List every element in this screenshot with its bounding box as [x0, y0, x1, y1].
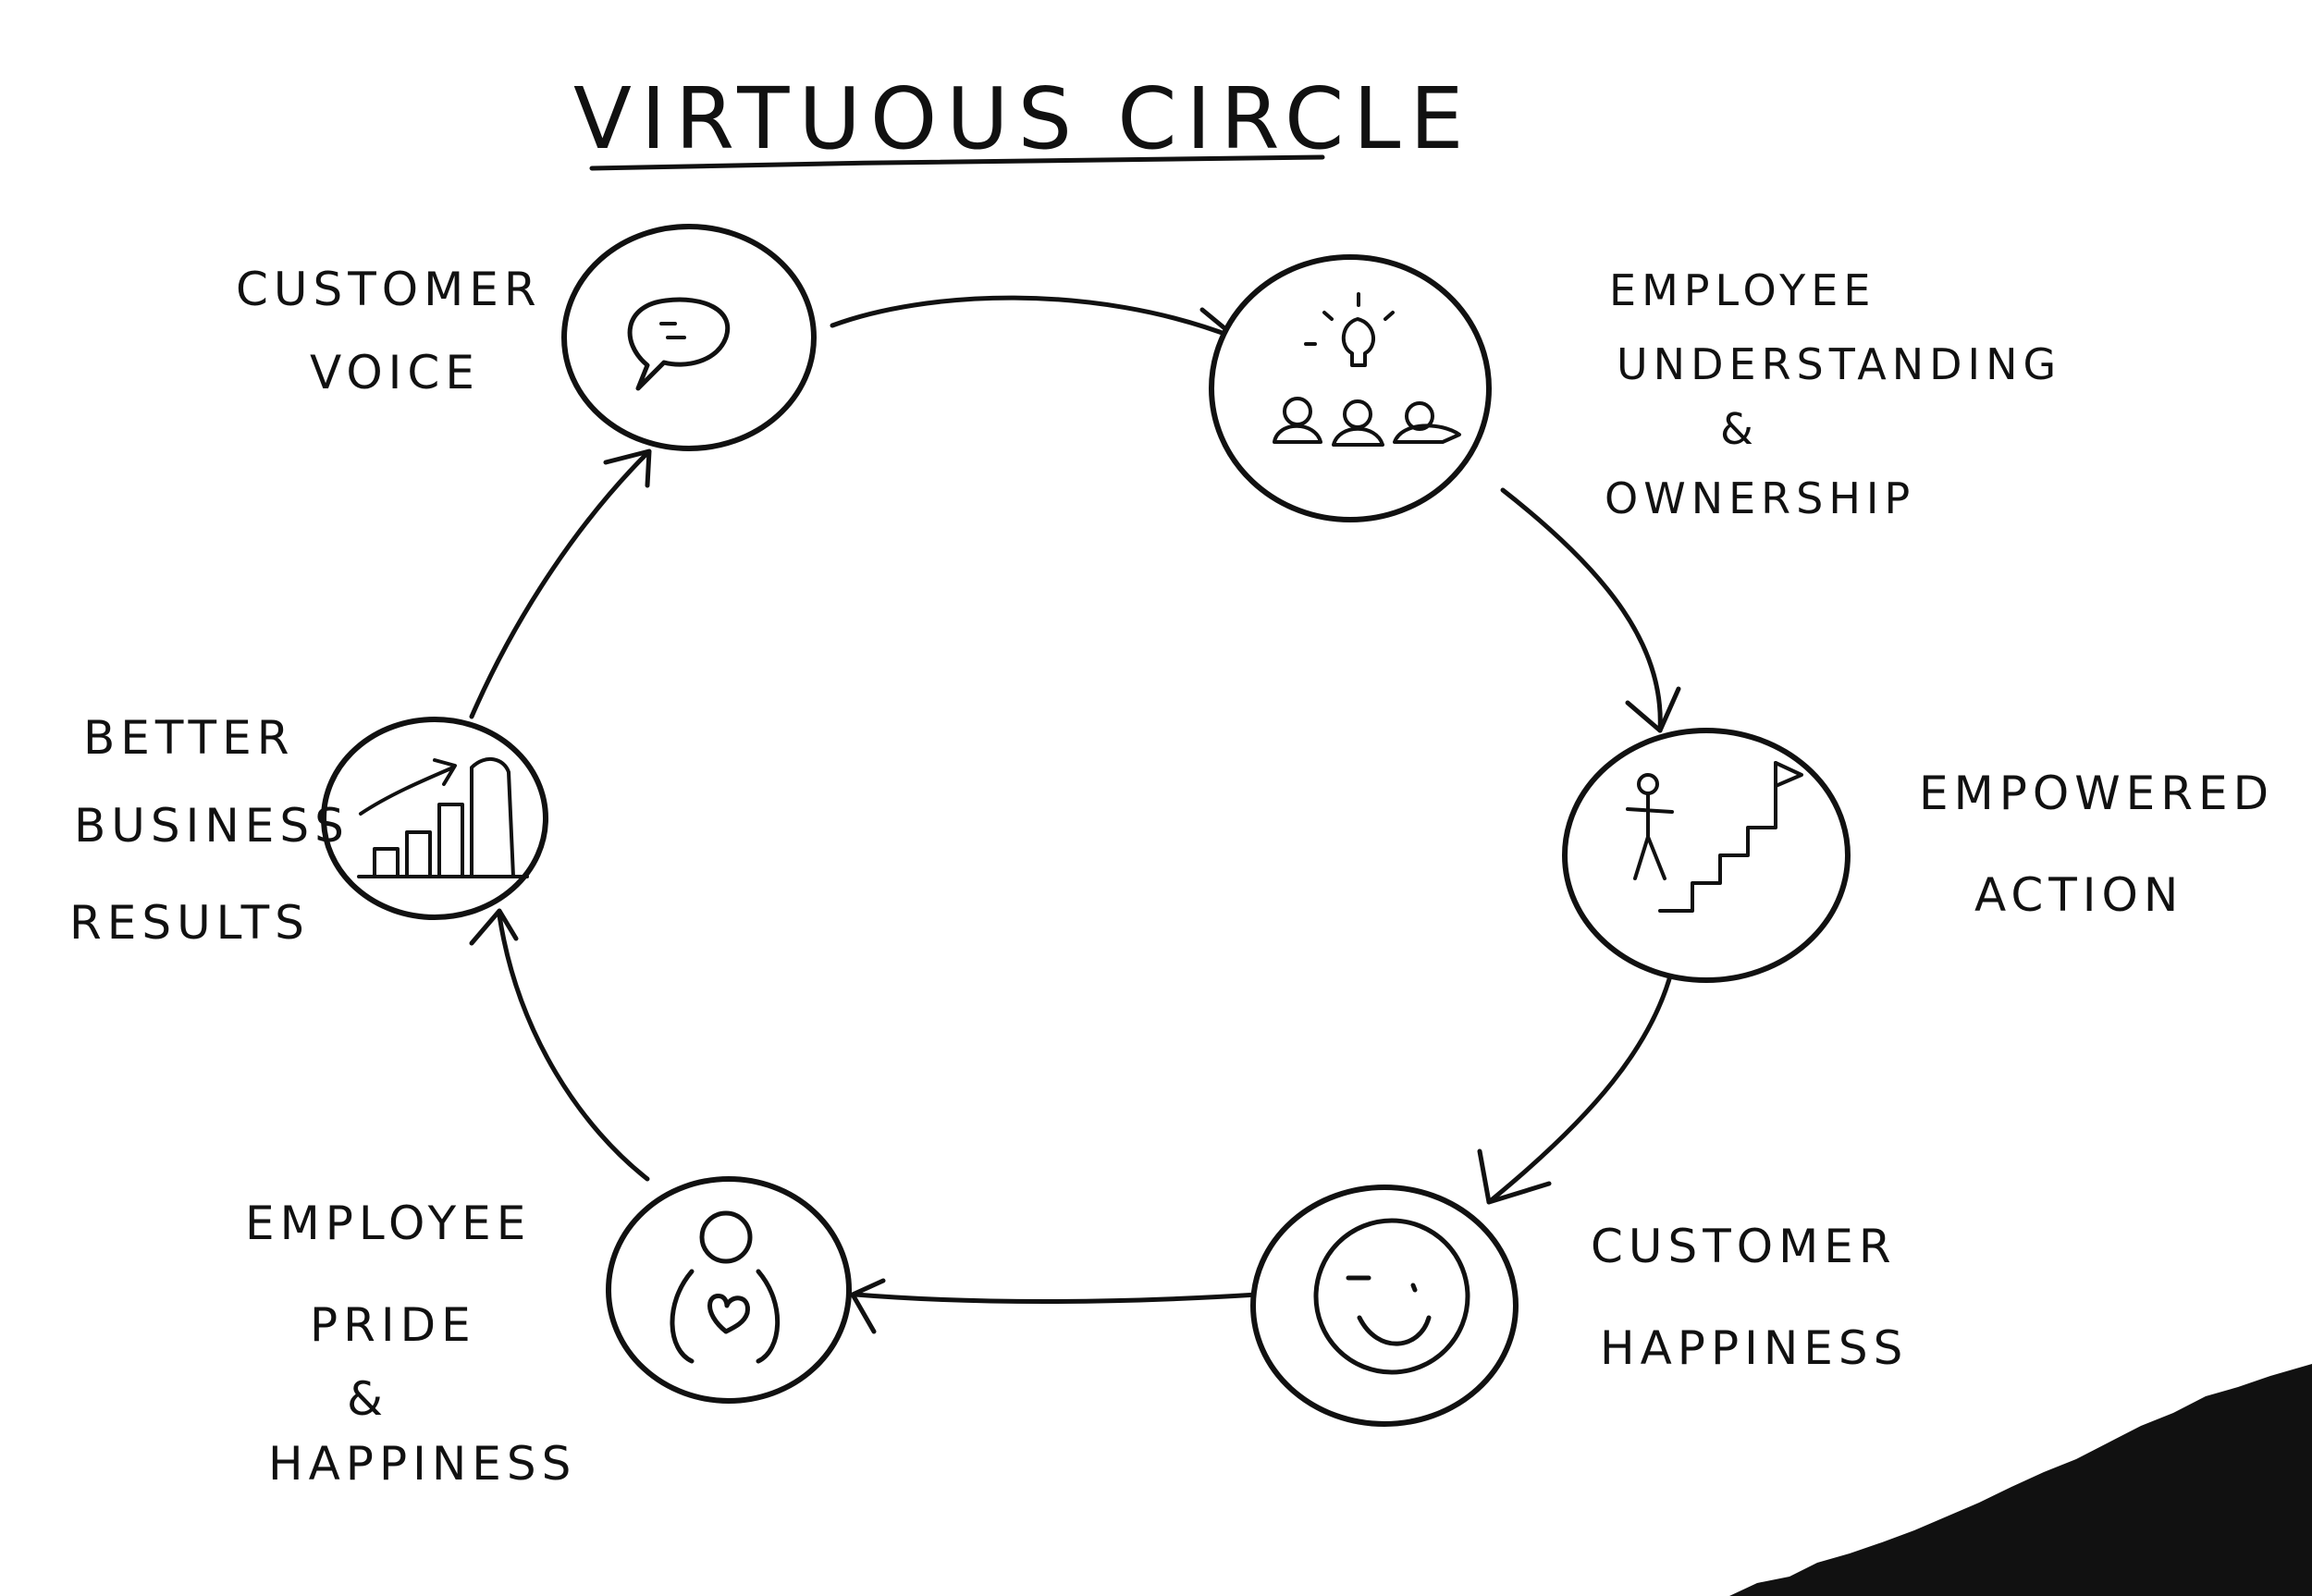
title-underline	[589, 154, 1325, 171]
node-employee-understanding-label-1: EMPLOYEE	[1609, 265, 1875, 315]
arrowhead-pride-to-results	[469, 908, 519, 946]
node-employee-pride-label-2: PRIDE	[310, 1298, 476, 1352]
arrow-pride-to-results	[497, 913, 650, 1182]
node-empowered-action-label-1: EMPOWERED	[1919, 767, 2274, 820]
node-business-results-label-3: RESULTS	[69, 896, 310, 950]
node-business-results-circle	[321, 717, 548, 920]
diagram-title: VIRTUOUS CIRCLE	[573, 69, 1473, 168]
arrow-happiness-to-pride	[853, 1292, 1261, 1304]
node-employee-pride-circle	[606, 1176, 852, 1404]
node-customer-voice-label-2: VOICE	[310, 346, 480, 399]
team-lightbulb-icon	[1273, 292, 1461, 447]
node-customer-voice: CUSTOMER VOICE	[236, 224, 817, 451]
stairs-flag-icon	[1626, 761, 1803, 913]
node-empowered-action-label-2: ACTION	[1974, 868, 2183, 922]
person-heart-icon	[670, 1210, 781, 1364]
node-business-results: BETTER BUSINESS RESULTS	[69, 711, 548, 950]
arrow-action-to-happiness	[1486, 959, 1677, 1205]
smiley-face-icon	[1313, 1218, 1470, 1375]
arrowhead-understanding-to-action	[1625, 686, 1681, 733]
arrow-results-to-voice	[469, 450, 650, 719]
node-employee-understanding-label-3: &	[1720, 404, 1759, 454]
bar-chart-icon	[357, 757, 529, 878]
node-employee-pride: EMPLOYEE PRIDE & HAPPINESS	[245, 1176, 852, 1491]
arrowhead-action-to-happiness	[1477, 1148, 1552, 1205]
node-business-results-label-2: BUSINESS	[74, 799, 350, 853]
node-customer-happiness-label-2: HAPPINESS	[1600, 1321, 1908, 1375]
speech-bubble-icon	[627, 297, 731, 391]
node-customer-voice-circle	[561, 224, 817, 451]
node-business-results-label-1: BETTER	[83, 711, 294, 765]
node-customer-happiness-label-1: CUSTOMER	[1591, 1220, 1897, 1273]
node-empowered-action-circle	[1562, 728, 1851, 983]
node-employee-understanding-label-4: OWNERSHIP	[1605, 473, 1915, 523]
node-customer-voice-label-1: CUSTOMER	[236, 263, 542, 316]
arrow-understanding-to-action	[1500, 487, 1663, 733]
torn-corner-shadow	[1729, 1364, 2312, 1596]
node-employee-understanding: EMPLOYEE UNDERSTANDING & OWNERSHIP	[1209, 254, 2061, 523]
node-employee-pride-label-1: EMPLOYEE	[245, 1197, 531, 1250]
arrowhead-happiness-to-pride	[850, 1278, 886, 1334]
arrow-voice-to-understanding	[830, 295, 1237, 340]
node-empowered-action: EMPOWERED ACTION	[1562, 728, 2274, 983]
node-employee-pride-label-3: &	[347, 1372, 388, 1426]
node-customer-happiness: CUSTOMER HAPPINESS	[1250, 1185, 1908, 1427]
node-employee-understanding-circle	[1209, 254, 1492, 522]
arrowhead-results-to-voice	[603, 448, 652, 488]
connector-arrows	[469, 295, 1681, 1334]
node-employee-understanding-label-2: UNDERSTANDING	[1617, 339, 2061, 389]
node-employee-pride-label-4: HAPPINESS	[268, 1437, 576, 1491]
